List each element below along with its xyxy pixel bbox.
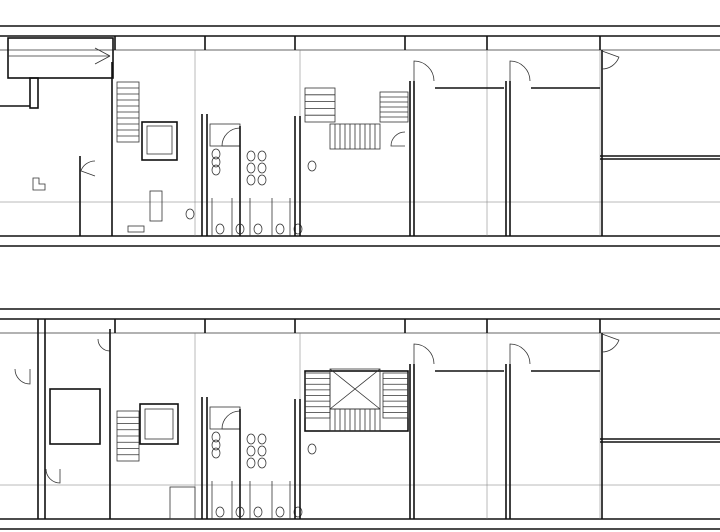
staircase bbox=[382, 372, 409, 419]
toilet-fixture bbox=[235, 223, 245, 235]
toilet-fixture bbox=[253, 223, 263, 235]
toilet-fixture bbox=[257, 457, 267, 469]
room bbox=[49, 388, 101, 445]
sink bbox=[127, 225, 145, 233]
toilet-fixture bbox=[257, 445, 267, 457]
toilet-fixture bbox=[257, 433, 267, 445]
toilet-fixture bbox=[211, 431, 221, 443]
door-swing bbox=[601, 333, 620, 353]
toilet-fixture bbox=[235, 506, 245, 518]
toilet-fixture bbox=[215, 506, 225, 518]
toilet-fixture bbox=[275, 223, 285, 235]
door-swing bbox=[601, 50, 620, 70]
staircase bbox=[116, 410, 140, 462]
room bbox=[209, 406, 241, 430]
staircase bbox=[329, 408, 381, 432]
door-swing bbox=[80, 160, 96, 177]
column-symbol bbox=[32, 177, 46, 191]
toilet-fixture bbox=[275, 506, 285, 518]
door-swing bbox=[221, 127, 241, 147]
elevator-shaft bbox=[139, 403, 179, 445]
toilet-fixture bbox=[211, 447, 221, 459]
arrow-head bbox=[94, 55, 111, 65]
toilet-fixture bbox=[246, 445, 256, 457]
toilet-fixture bbox=[246, 457, 256, 469]
elevator-car bbox=[146, 125, 173, 155]
door-swing bbox=[390, 131, 406, 147]
toilet-fixture bbox=[307, 160, 317, 172]
upper-floor-plan bbox=[0, 25, 720, 247]
door-swing bbox=[413, 343, 435, 365]
kitchen-counter bbox=[149, 190, 163, 222]
door-swing bbox=[509, 343, 531, 365]
room bbox=[209, 123, 241, 147]
toilet-fixture bbox=[257, 174, 267, 186]
toilet-fixture bbox=[246, 433, 256, 445]
toilet-fixture bbox=[257, 150, 267, 162]
staircase bbox=[304, 372, 331, 419]
toilet-fixture bbox=[246, 162, 256, 174]
column bbox=[29, 77, 39, 109]
toilet-fixture bbox=[293, 506, 303, 518]
toilet-fixture bbox=[211, 439, 221, 451]
lower-floor-plan bbox=[0, 308, 720, 530]
toilet-fixture bbox=[257, 162, 267, 174]
toilet-fixture bbox=[215, 223, 225, 235]
left-room bbox=[7, 37, 114, 79]
toilet-fixture bbox=[253, 506, 263, 518]
staircase bbox=[329, 123, 381, 150]
door-swing bbox=[509, 60, 531, 82]
door-swing bbox=[14, 368, 31, 385]
toilet-fixture bbox=[246, 174, 256, 186]
door-swing bbox=[413, 60, 435, 82]
staircase bbox=[379, 91, 409, 123]
arrow-head bbox=[94, 47, 111, 57]
toilet-fixture bbox=[185, 208, 195, 220]
staircase bbox=[116, 81, 140, 143]
toilet-fixture bbox=[307, 443, 317, 455]
door-swing bbox=[221, 410, 241, 430]
room bbox=[169, 486, 196, 520]
elevator-shaft bbox=[141, 121, 178, 161]
toilet-fixture bbox=[211, 156, 221, 168]
door-swing bbox=[97, 338, 111, 352]
door-swing bbox=[45, 468, 61, 484]
stair-outline bbox=[304, 87, 336, 123]
toilet-fixture bbox=[293, 223, 303, 235]
toilet-fixture bbox=[211, 164, 221, 176]
void-cross bbox=[329, 368, 381, 410]
toilet-fixture bbox=[246, 150, 256, 162]
elevator-car bbox=[144, 408, 174, 440]
staircase bbox=[304, 87, 336, 123]
toilet-fixture bbox=[211, 148, 221, 160]
